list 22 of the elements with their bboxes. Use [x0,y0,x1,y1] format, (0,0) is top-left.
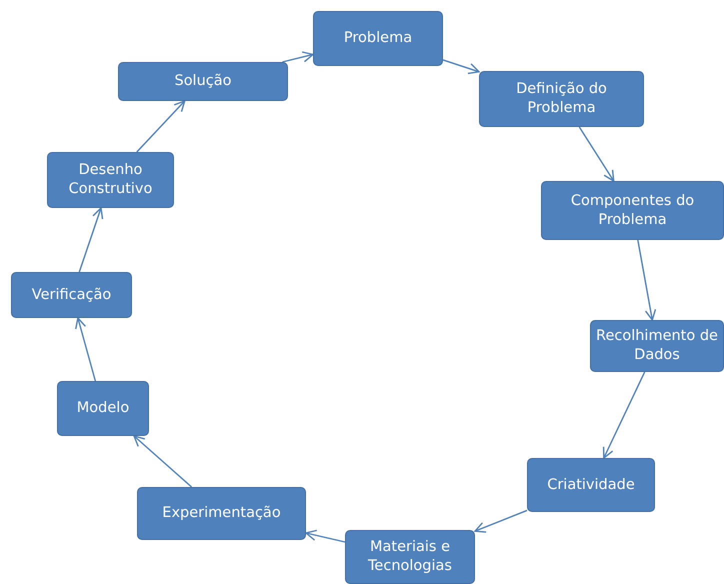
process-box: Experimentação [137,487,306,540]
arrow [637,240,656,321]
arrow [136,100,186,152]
arrow [602,372,646,459]
arrow [133,435,192,488]
process-box: Problema [313,11,443,66]
arrow [75,317,96,382]
arrow [78,207,104,272]
process-box: Definição do Problema [479,71,644,127]
arrow [282,51,314,63]
process-box: Materiais e Tecnologias [345,530,475,584]
arrow [578,126,614,182]
process-box: Recolhimento de Dados [590,320,724,372]
process-box: Componentes do Problema [541,181,724,240]
process-box: Solução [118,62,288,101]
process-box: Verificação [11,272,132,318]
arrow [474,510,528,533]
process-box: Modelo [57,381,149,436]
process-box: Criatividade [527,458,655,512]
process-box: Desenho Construtivo [47,152,174,208]
arrow [442,59,480,74]
arrow [305,530,346,543]
